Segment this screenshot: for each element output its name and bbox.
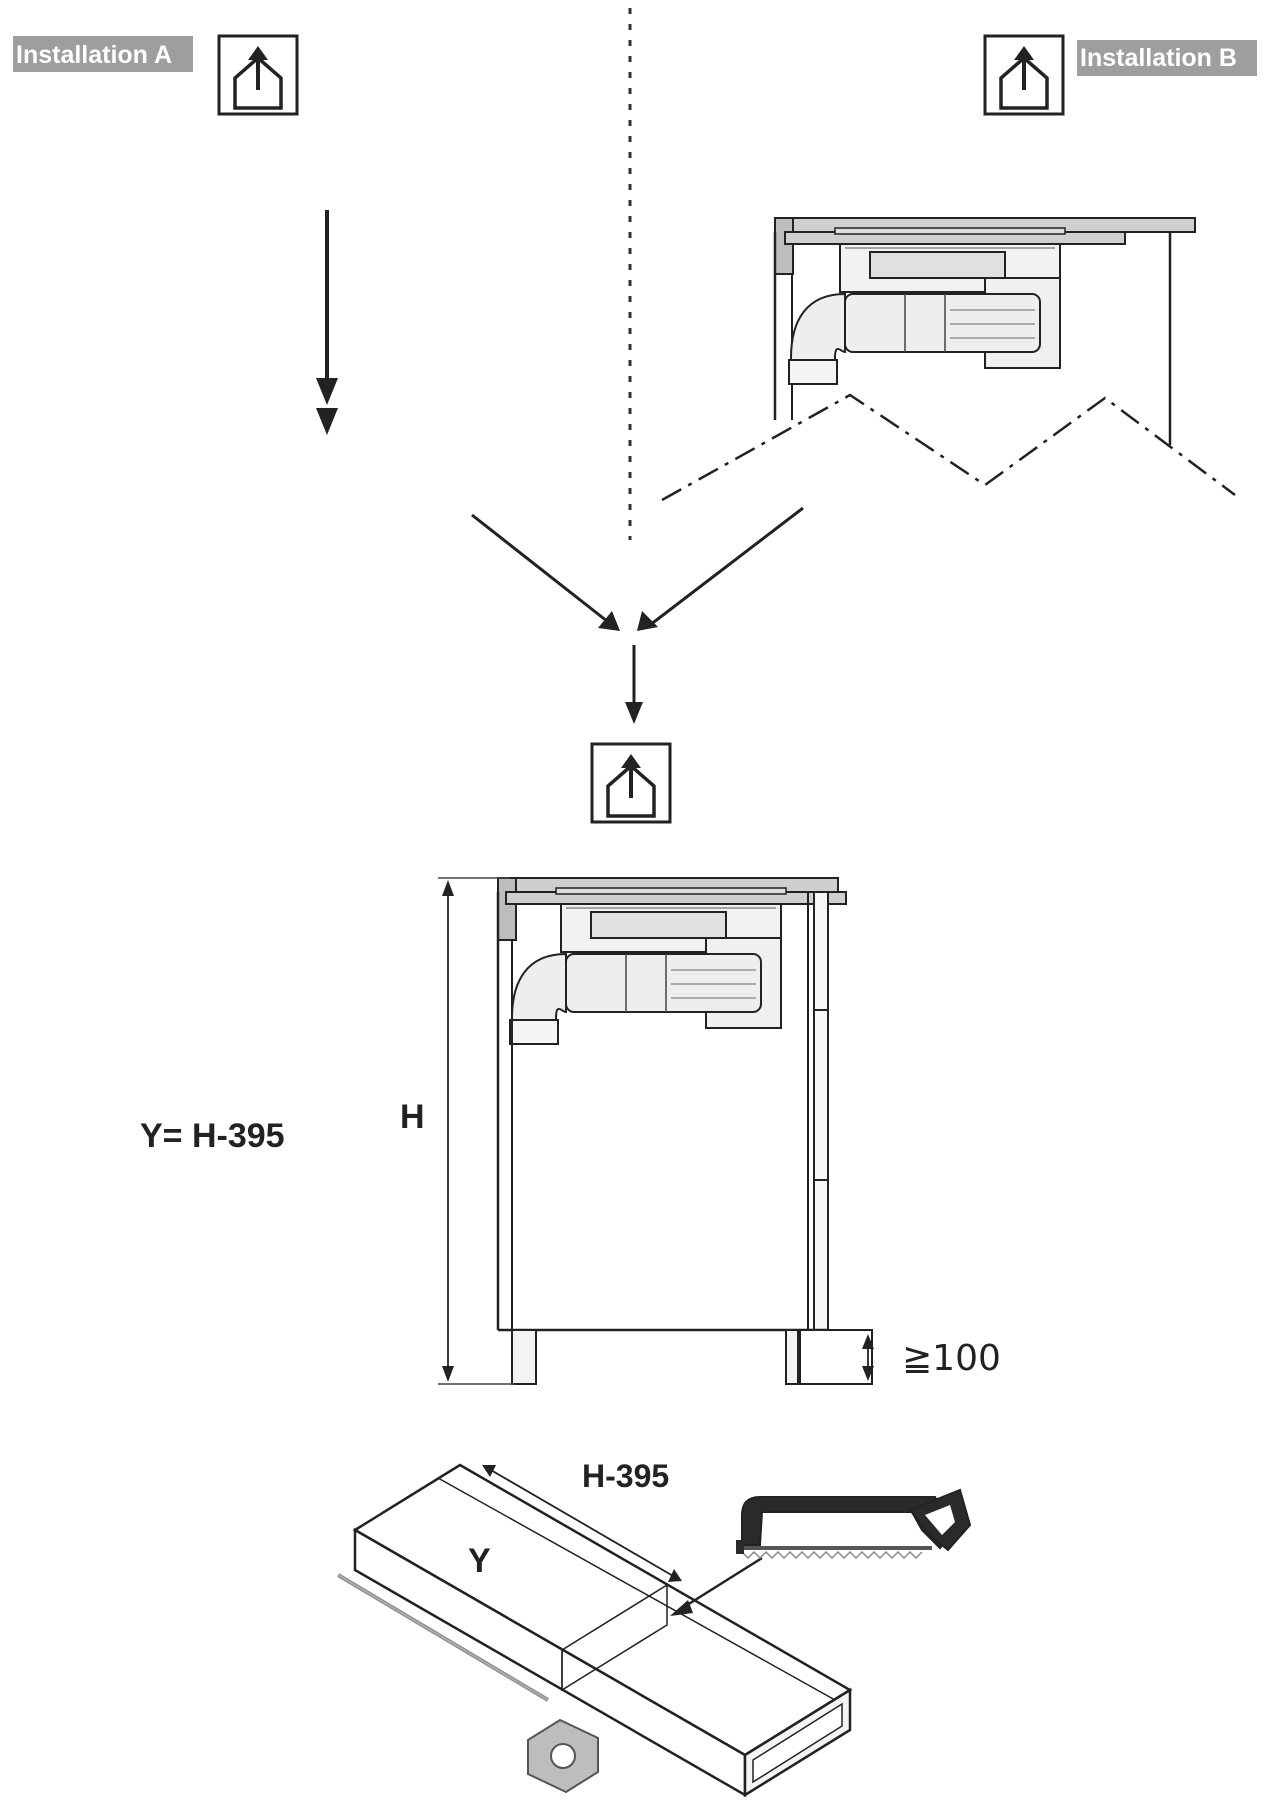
formula-label: Y= H-395 <box>140 1117 285 1155</box>
cut-pointer-arrow <box>670 1556 763 1616</box>
installation-b-label: Installation B <box>1077 40 1257 76</box>
installation-a-label: Installation A <box>13 36 193 72</box>
installation-a-text: Installation A <box>16 41 172 69</box>
duct-segment-label: Y <box>468 1542 491 1580</box>
height-dimension: H <box>400 877 515 1385</box>
down-arrow <box>316 210 338 435</box>
cut-length-label: H-395 <box>582 1458 669 1494</box>
house-exhaust-icon <box>590 742 672 824</box>
cut-length-dimension: H-395 <box>482 1458 682 1582</box>
installation-b-text: Installation B <box>1080 44 1237 72</box>
appliance-installation-b <box>661 217 1236 502</box>
clearance-label: ≧100 <box>902 1338 1001 1379</box>
clearance-dimension: ≧100 <box>862 1334 1001 1381</box>
converge-arrows <box>471 506 804 724</box>
height-label: H <box>400 1098 425 1136</box>
flat-duct <box>336 1463 853 1798</box>
wall-bracket <box>527 1718 599 1794</box>
cabinet-section <box>496 877 873 1385</box>
hacksaw-icon <box>736 1488 972 1560</box>
house-exhaust-icon <box>983 34 1065 116</box>
house-exhaust-icon <box>217 34 299 116</box>
